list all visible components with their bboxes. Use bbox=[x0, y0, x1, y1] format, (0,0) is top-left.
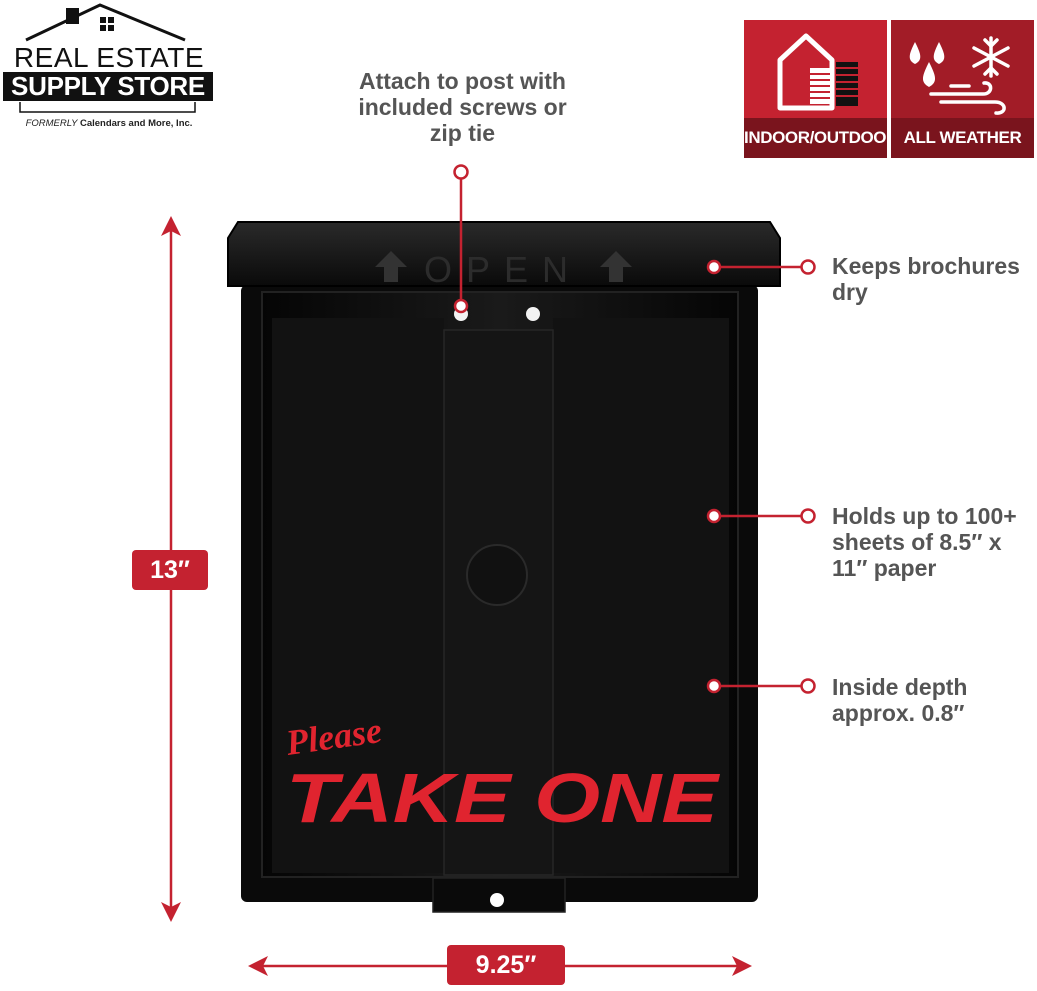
logo-sub-prefix: FORMERLY bbox=[25, 118, 78, 129]
callout-capacity: Holds up to 100+ sheets of 8.5″ x 11″ pa… bbox=[832, 503, 1017, 581]
badge-indoor-outdoor: INDOOR/OUTDOOR bbox=[744, 20, 898, 158]
bottom-hole bbox=[490, 893, 504, 907]
logo-line-supply-store: SUPPLY STORE bbox=[3, 72, 213, 101]
callout-keeps-dry: Keeps brochures dry bbox=[832, 253, 1020, 305]
badge-label: INDOOR/OUTDOOR bbox=[744, 118, 898, 158]
callout-leaders bbox=[453, 164, 816, 694]
dimension-width: 9.25″ bbox=[447, 945, 565, 985]
lid-open-text: OPEN bbox=[424, 249, 582, 290]
box-lid bbox=[227, 221, 781, 287]
logo-subtitle: FORMERLY Calendars and More, Inc. bbox=[4, 118, 214, 129]
brand-logo: REAL ESTATE SUPPLY STORE FORMERLY Calend… bbox=[0, 0, 215, 140]
weather-icon bbox=[909, 36, 1010, 115]
badge-label: ALL WEATHER bbox=[891, 118, 1034, 158]
lid-arrow-icon bbox=[375, 251, 632, 282]
callout-depth: Inside depth approx. 0.8″ bbox=[832, 674, 968, 726]
mount-hole bbox=[526, 307, 540, 321]
house-icon bbox=[777, 33, 858, 111]
logo-sub-brand: Calendars and More, Inc. bbox=[79, 118, 193, 129]
callout-mounting: Attach to post with included screws or z… bbox=[358, 68, 567, 146]
wind-icon bbox=[929, 81, 1006, 115]
brochure-box: OPEN Please TAKE ONE bbox=[227, 221, 781, 913]
recycle-emblem bbox=[466, 544, 528, 606]
house-roof-icon bbox=[25, 3, 186, 42]
dimension-height: 13″ bbox=[132, 550, 208, 590]
snowflake-icon bbox=[972, 36, 1010, 78]
logo-line-real-estate: REAL ESTATE bbox=[13, 42, 205, 73]
print-take-one: TAKE ONE bbox=[286, 759, 721, 837]
logo-bracket bbox=[19, 102, 196, 113]
badge-all-weather: ALL WEATHER bbox=[891, 20, 1034, 158]
